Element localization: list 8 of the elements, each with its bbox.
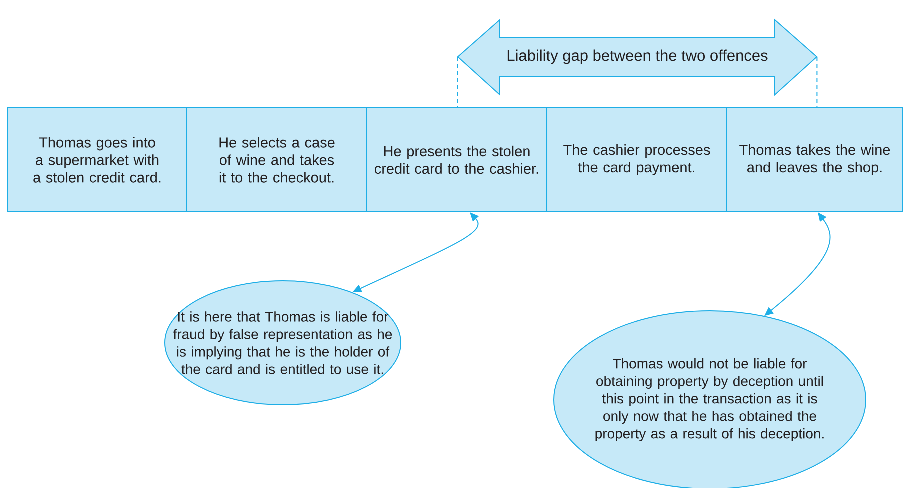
step-box: He selects a case of wine and takes it to the checkout.	[186, 108, 368, 212]
dashed-line	[457, 56, 458, 108]
step-box: The cashier processes the card payment.	[546, 108, 728, 212]
step-box: He presents the stolen credit card to the cashier.	[366, 108, 548, 212]
dashed-line	[816, 56, 818, 108]
node-label: Thomas takes the wine and leaves the shop.	[740, 144, 890, 176]
step-box: Thomas takes the wine and leaves the shop.	[726, 108, 903, 212]
step-box: Thomas goes into a supermarket with a stolen credit card.	[8, 108, 188, 212]
